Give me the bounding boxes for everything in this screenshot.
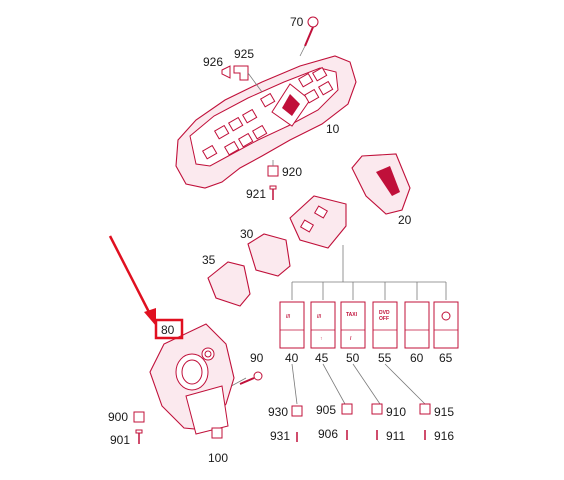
callout-931: 931 — [270, 429, 290, 443]
callout-35: 35 — [202, 253, 216, 267]
callout-925: 925 — [234, 47, 254, 61]
callout-80: 80 — [161, 323, 175, 337]
cover-30[interactable] — [247, 233, 291, 277]
switch-panel-assembly[interactable] — [175, 55, 357, 189]
svg-text:///: /// — [317, 314, 322, 320]
callout-915: 915 — [434, 405, 454, 419]
switch-module-50[interactable]: TAXI / — [340, 301, 366, 349]
callout-40: 40 — [285, 351, 299, 365]
screw-90[interactable] — [239, 371, 263, 385]
switch-module-45[interactable]: /// ↑ — [310, 301, 336, 349]
switch-module-55[interactable]: DVD OFF — [372, 301, 398, 349]
screw-921[interactable] — [269, 185, 277, 200]
screw-901[interactable] — [135, 429, 143, 444]
callout-60: 60 — [410, 351, 424, 365]
off-legend: OFF — [379, 316, 389, 322]
callout-10: 10 — [326, 122, 340, 136]
clip-910[interactable] — [371, 403, 383, 415]
callout-930: 930 — [268, 405, 288, 419]
callout-900: 900 — [108, 410, 128, 424]
callout-20: 20 — [398, 213, 412, 227]
light-switch-80[interactable] — [149, 323, 235, 439]
svg-text:/: / — [350, 336, 352, 342]
svg-text:///: /// — [286, 314, 291, 320]
callout-911: 911 — [386, 429, 405, 443]
dvd-legend: DVD — [379, 310, 390, 316]
fastener-926[interactable] — [221, 65, 231, 79]
clip-925[interactable] — [233, 65, 263, 93]
callout-45: 45 — [315, 351, 329, 365]
callout-50: 50 — [346, 351, 360, 365]
screw-70[interactable] — [299, 16, 319, 57]
callout-905: 905 — [316, 403, 336, 417]
clip-905[interactable] — [341, 403, 353, 415]
switch-module-65[interactable] — [433, 301, 459, 349]
callout-901: 901 — [110, 433, 130, 447]
callout-910: 910 — [386, 405, 406, 419]
callout-920: 920 — [282, 165, 302, 179]
callout-906: 906 — [318, 427, 338, 441]
callout-90: 90 — [250, 351, 264, 365]
cover-35[interactable] — [207, 261, 251, 307]
highlight-box — [154, 318, 184, 340]
callout-65: 65 — [439, 351, 453, 365]
cover-20[interactable] — [351, 153, 411, 215]
switch-module-40[interactable]: /// — [279, 301, 305, 349]
svg-text:↑: ↑ — [320, 336, 323, 342]
callout-921: 921 — [246, 187, 266, 201]
callout-55: 55 — [378, 351, 392, 365]
switch-module-60[interactable] — [404, 301, 430, 349]
switch-block-housing[interactable] — [289, 195, 347, 249]
clip-930[interactable] — [291, 405, 303, 417]
callout-30: 30 — [240, 227, 254, 241]
taxi-legend: TAXI — [346, 312, 358, 318]
clip-915[interactable] — [419, 403, 431, 415]
callout-916: 916 — [434, 429, 454, 443]
callout-100: 100 — [208, 451, 228, 465]
callout-926: 926 — [203, 55, 223, 69]
clip-900[interactable] — [133, 411, 145, 423]
connector-lines — [223, 245, 447, 405]
clip-920[interactable] — [267, 160, 279, 177]
callout-70: 70 — [290, 15, 304, 29]
highlight-arrow — [108, 235, 156, 326]
